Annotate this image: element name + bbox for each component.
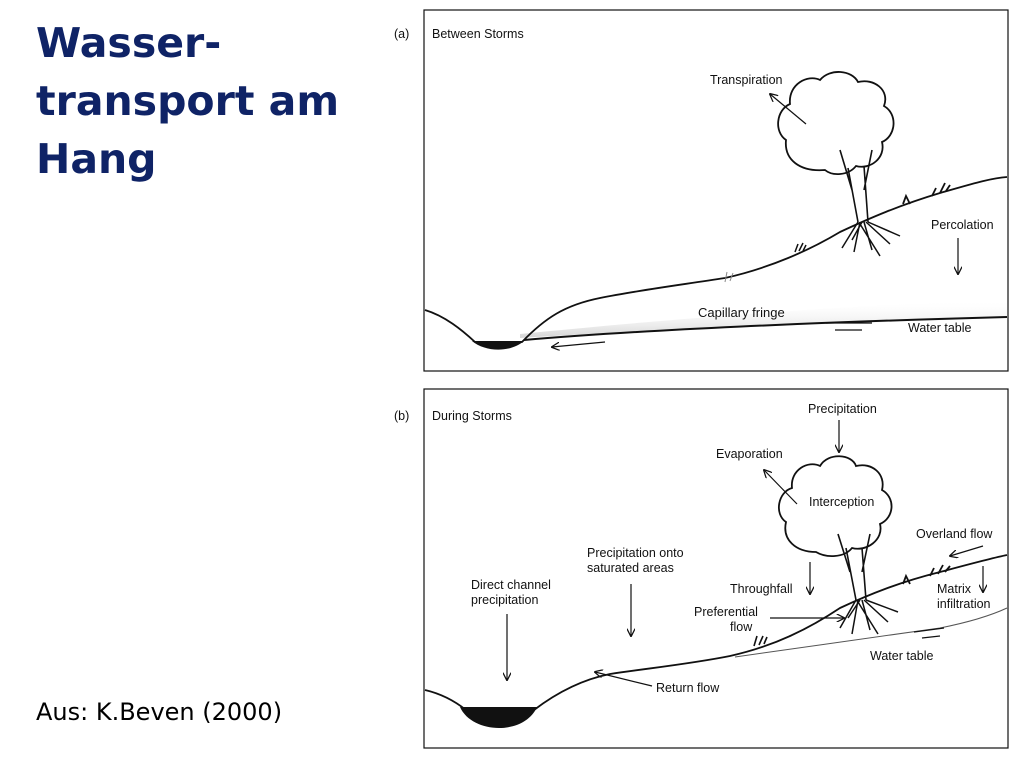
panel-a: (a) Between Storms Transpiration Percola… [394, 9, 1009, 372]
panel-b-title: During Storms [432, 409, 512, 423]
grass-tuft-a-3 [724, 271, 734, 283]
label-preferential-2: flow [730, 620, 753, 634]
grass-tuft-b-2 [902, 564, 951, 585]
label-throughfall: Throughfall [730, 582, 793, 596]
title-line-3: Hang [36, 135, 157, 183]
label-preferential-1: Preferential [694, 605, 758, 619]
label-direct-channel-1: Direct channel [471, 578, 551, 592]
title-line-1: Wasser- [36, 19, 222, 67]
channel-water-b [460, 707, 537, 729]
label-interception: Interception [809, 495, 874, 509]
title-line-2: transport am [36, 77, 340, 125]
label-percolation: Percolation [931, 218, 994, 232]
label-return-flow: Return flow [656, 681, 720, 695]
grass-tuft-a-1 [794, 242, 807, 253]
panel-b-frame [423, 388, 1009, 749]
tree-b-icon [778, 455, 899, 635]
label-matrix-2: infiltration [937, 597, 991, 611]
source-citation: Aus: K.Beven (2000) [36, 698, 283, 726]
label-precip-saturated-1: Precipitation onto [587, 546, 684, 560]
return-flow-arrow [595, 672, 653, 687]
label-precipitation: Precipitation [808, 402, 877, 416]
ground-surface-b [424, 554, 1008, 711]
panel-a-letter: (a) [394, 27, 409, 41]
label-evaporation: Evaporation [716, 447, 783, 461]
label-transpiration: Transpiration [710, 73, 783, 87]
slide-title: Wasser- transport am Hang [36, 14, 339, 188]
grass-tuft-b-1 [753, 635, 768, 647]
capillary-fringe-band [520, 300, 1007, 338]
grass-tuft-a-2 [902, 182, 951, 205]
ground-surface-a [424, 176, 1008, 343]
water-table-line-a [523, 316, 1008, 341]
label-water-table-b: Water table [870, 649, 934, 663]
panel-b-letter: (b) [394, 409, 409, 423]
transpiration-arrow [770, 94, 807, 125]
panel-b: (b) During Storms Precipitation [394, 388, 1009, 749]
panel-a-title: Between Storms [432, 27, 524, 41]
label-overland-flow: Overland flow [916, 527, 993, 541]
evaporation-arrow [764, 470, 798, 505]
panel-a-frame [423, 9, 1009, 372]
label-matrix-1: Matrix [937, 582, 972, 596]
tree-a-icon [777, 71, 901, 257]
label-precip-saturated-2: saturated areas [587, 561, 674, 575]
groundwater-flow-arrow [552, 341, 606, 347]
label-water-table-a: Water table [908, 321, 972, 335]
label-direct-channel-2: precipitation [471, 593, 538, 607]
channel-water-a [472, 341, 524, 350]
label-capillary-fringe: Capillary fringe [698, 305, 785, 320]
overland-flow-arrow [950, 545, 984, 556]
water-table-symbol-b-2 [921, 635, 941, 639]
water-table-symbol-b [913, 627, 945, 633]
